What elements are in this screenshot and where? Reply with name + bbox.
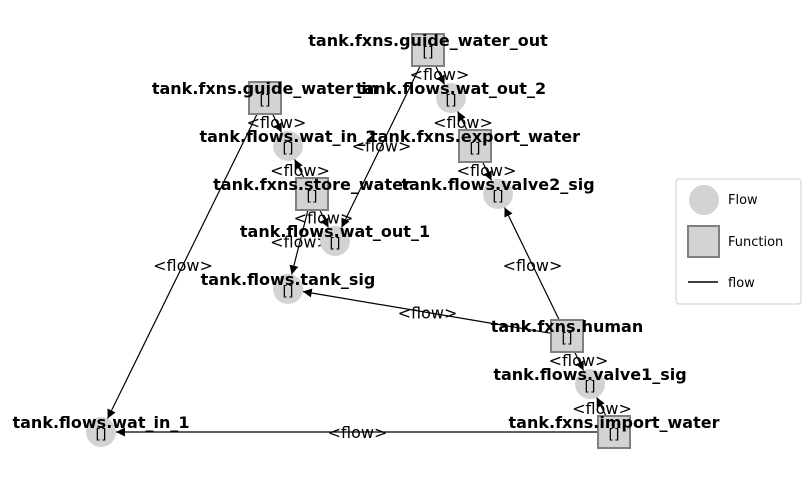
- node-valve2_sig: []tank.flows.valve2_sig: [401, 175, 595, 209]
- node-label: tank.fxns.import_water: [509, 413, 720, 432]
- node-value: []: [609, 427, 620, 443]
- edge-human-to-tank_sig: [302, 288, 552, 334]
- node-label: tank.flows.wat_out_2: [356, 79, 546, 98]
- legend-flow-label: Flow: [728, 193, 758, 208]
- node-label: tank.fxns.store_water: [213, 175, 411, 194]
- node-label: tank.flows.wat_in_1: [12, 413, 189, 432]
- node-label: tank.flows.wat_out_1: [240, 222, 430, 241]
- edge-labels-group: <flow> <flow> <flow> <flow> <flow> <flow> <flo…: [153, 65, 632, 442]
- edge-label: <flow>: [398, 304, 458, 323]
- flow-node-marker: [436, 83, 466, 113]
- edge-guide_water_out-to-wat_out_2: [435, 65, 446, 85]
- edge-label: <flow>: [270, 161, 330, 180]
- function-node-marker: [597, 415, 631, 449]
- node-value: []: [493, 189, 504, 205]
- node-value: []: [446, 93, 457, 109]
- edge-label: <flow>: [352, 137, 412, 156]
- function-node-marker: [550, 319, 584, 353]
- node-value: []: [585, 379, 596, 395]
- edge-export_water-to-wat_out_2: [457, 111, 468, 131]
- node-label: tank.fxns.export_water: [370, 127, 580, 146]
- node-value: []: [96, 427, 107, 443]
- flow-node-marker: [320, 226, 350, 256]
- function-node-marker: [295, 177, 329, 211]
- flow-node-marker: [273, 131, 303, 161]
- node-value: []: [330, 236, 341, 252]
- node-store_water: []tank.fxns.store_water: [213, 175, 411, 211]
- legend-function-label: Function: [728, 235, 783, 250]
- node-wat_out_2: []tank.flows.wat_out_2: [356, 79, 546, 113]
- edge-guide_water_in-to-wat_in_2: [272, 113, 283, 133]
- node-valve1_sig: []tank.flows.valve1_sig: [493, 365, 687, 399]
- node-label: tank.flows.wat_in_2: [199, 127, 376, 146]
- node-tank_sig: []tank.flows.tank_sig: [201, 270, 376, 304]
- node-value: []: [423, 45, 434, 61]
- edge-label: <flow>: [410, 65, 470, 84]
- edge-label: <flow>: [572, 399, 632, 418]
- flow-node-marker: [483, 179, 513, 209]
- edge-store_water-to-tank_sig: [289, 209, 309, 275]
- node-human: []tank.fxns.human: [491, 317, 643, 353]
- node-wat_out_1: []tank.flows.wat_out_1: [240, 222, 430, 256]
- legend: Flow Function flow: [675, 178, 802, 305]
- edge-label: <flow>: [433, 113, 493, 132]
- node-label: tank.flows.valve1_sig: [493, 365, 686, 384]
- edge-label: <flow>: [457, 161, 517, 180]
- edge-label: <flow>: [328, 423, 388, 442]
- edges-group: [107, 65, 607, 437]
- legend-edge-label: flow: [728, 276, 755, 291]
- edge-label: <flow>: [294, 209, 354, 228]
- node-import_water: []tank.fxns.import_water: [509, 413, 720, 449]
- node-wat_in_2: []tank.flows.wat_in_2: [199, 127, 377, 161]
- node-label: tank.fxns.guide_water_in: [152, 79, 378, 98]
- edge-label: <flow>: [270, 233, 330, 252]
- edge-label: <flow>: [503, 256, 563, 275]
- edge-label: <flow>: [153, 256, 213, 275]
- edge-human-to-valve2_sig: [504, 207, 560, 321]
- node-export_water: []tank.fxns.export_water: [370, 127, 580, 163]
- edge-import_water-to-valve1_sig: [596, 397, 607, 417]
- edge-export_water-to-valve2_sig: [482, 161, 493, 181]
- edge-guide_water_in-to-wat_in_1: [107, 113, 258, 419]
- edge-store_water-to-wat_in_2: [294, 159, 305, 179]
- node-label: tank.flows.valve2_sig: [401, 175, 594, 194]
- flow-node-marker: [86, 417, 116, 447]
- function-node-marker: [411, 33, 445, 67]
- node-value: []: [260, 93, 271, 109]
- legend-function-marker: [687, 225, 720, 258]
- edge-label: <flow>: [247, 113, 307, 132]
- edge-guide_water_out-to-wat_out_1: [341, 65, 421, 228]
- node-value: []: [470, 141, 481, 157]
- legend-flow-marker: [689, 185, 719, 215]
- edge-human-to-valve1_sig: [574, 351, 585, 371]
- node-guide_water_in: []tank.fxns.guide_water_in: [152, 79, 378, 115]
- node-label: tank.flows.tank_sig: [201, 270, 376, 289]
- flow-node-marker: [273, 274, 303, 304]
- node-guide_water_out: []tank.fxns.guide_water_out: [308, 31, 548, 67]
- node-value: []: [307, 189, 318, 205]
- node-value: []: [283, 141, 294, 157]
- function-node-marker: [458, 129, 492, 163]
- node-wat_in_1: []tank.flows.wat_in_1: [12, 413, 190, 447]
- node-label: tank.fxns.guide_water_out: [308, 31, 548, 50]
- node-value: []: [283, 284, 294, 300]
- nodes-group: []tank.fxns.guide_water_out[]tank.fxns.g…: [12, 31, 720, 449]
- node-value: []: [562, 331, 573, 347]
- function-node-marker: [248, 81, 282, 115]
- edge-label: <flow>: [549, 351, 609, 370]
- edge-store_water-to-wat_out_1: [319, 209, 329, 228]
- flow-node-marker: [575, 369, 605, 399]
- node-label: tank.fxns.human: [491, 317, 643, 336]
